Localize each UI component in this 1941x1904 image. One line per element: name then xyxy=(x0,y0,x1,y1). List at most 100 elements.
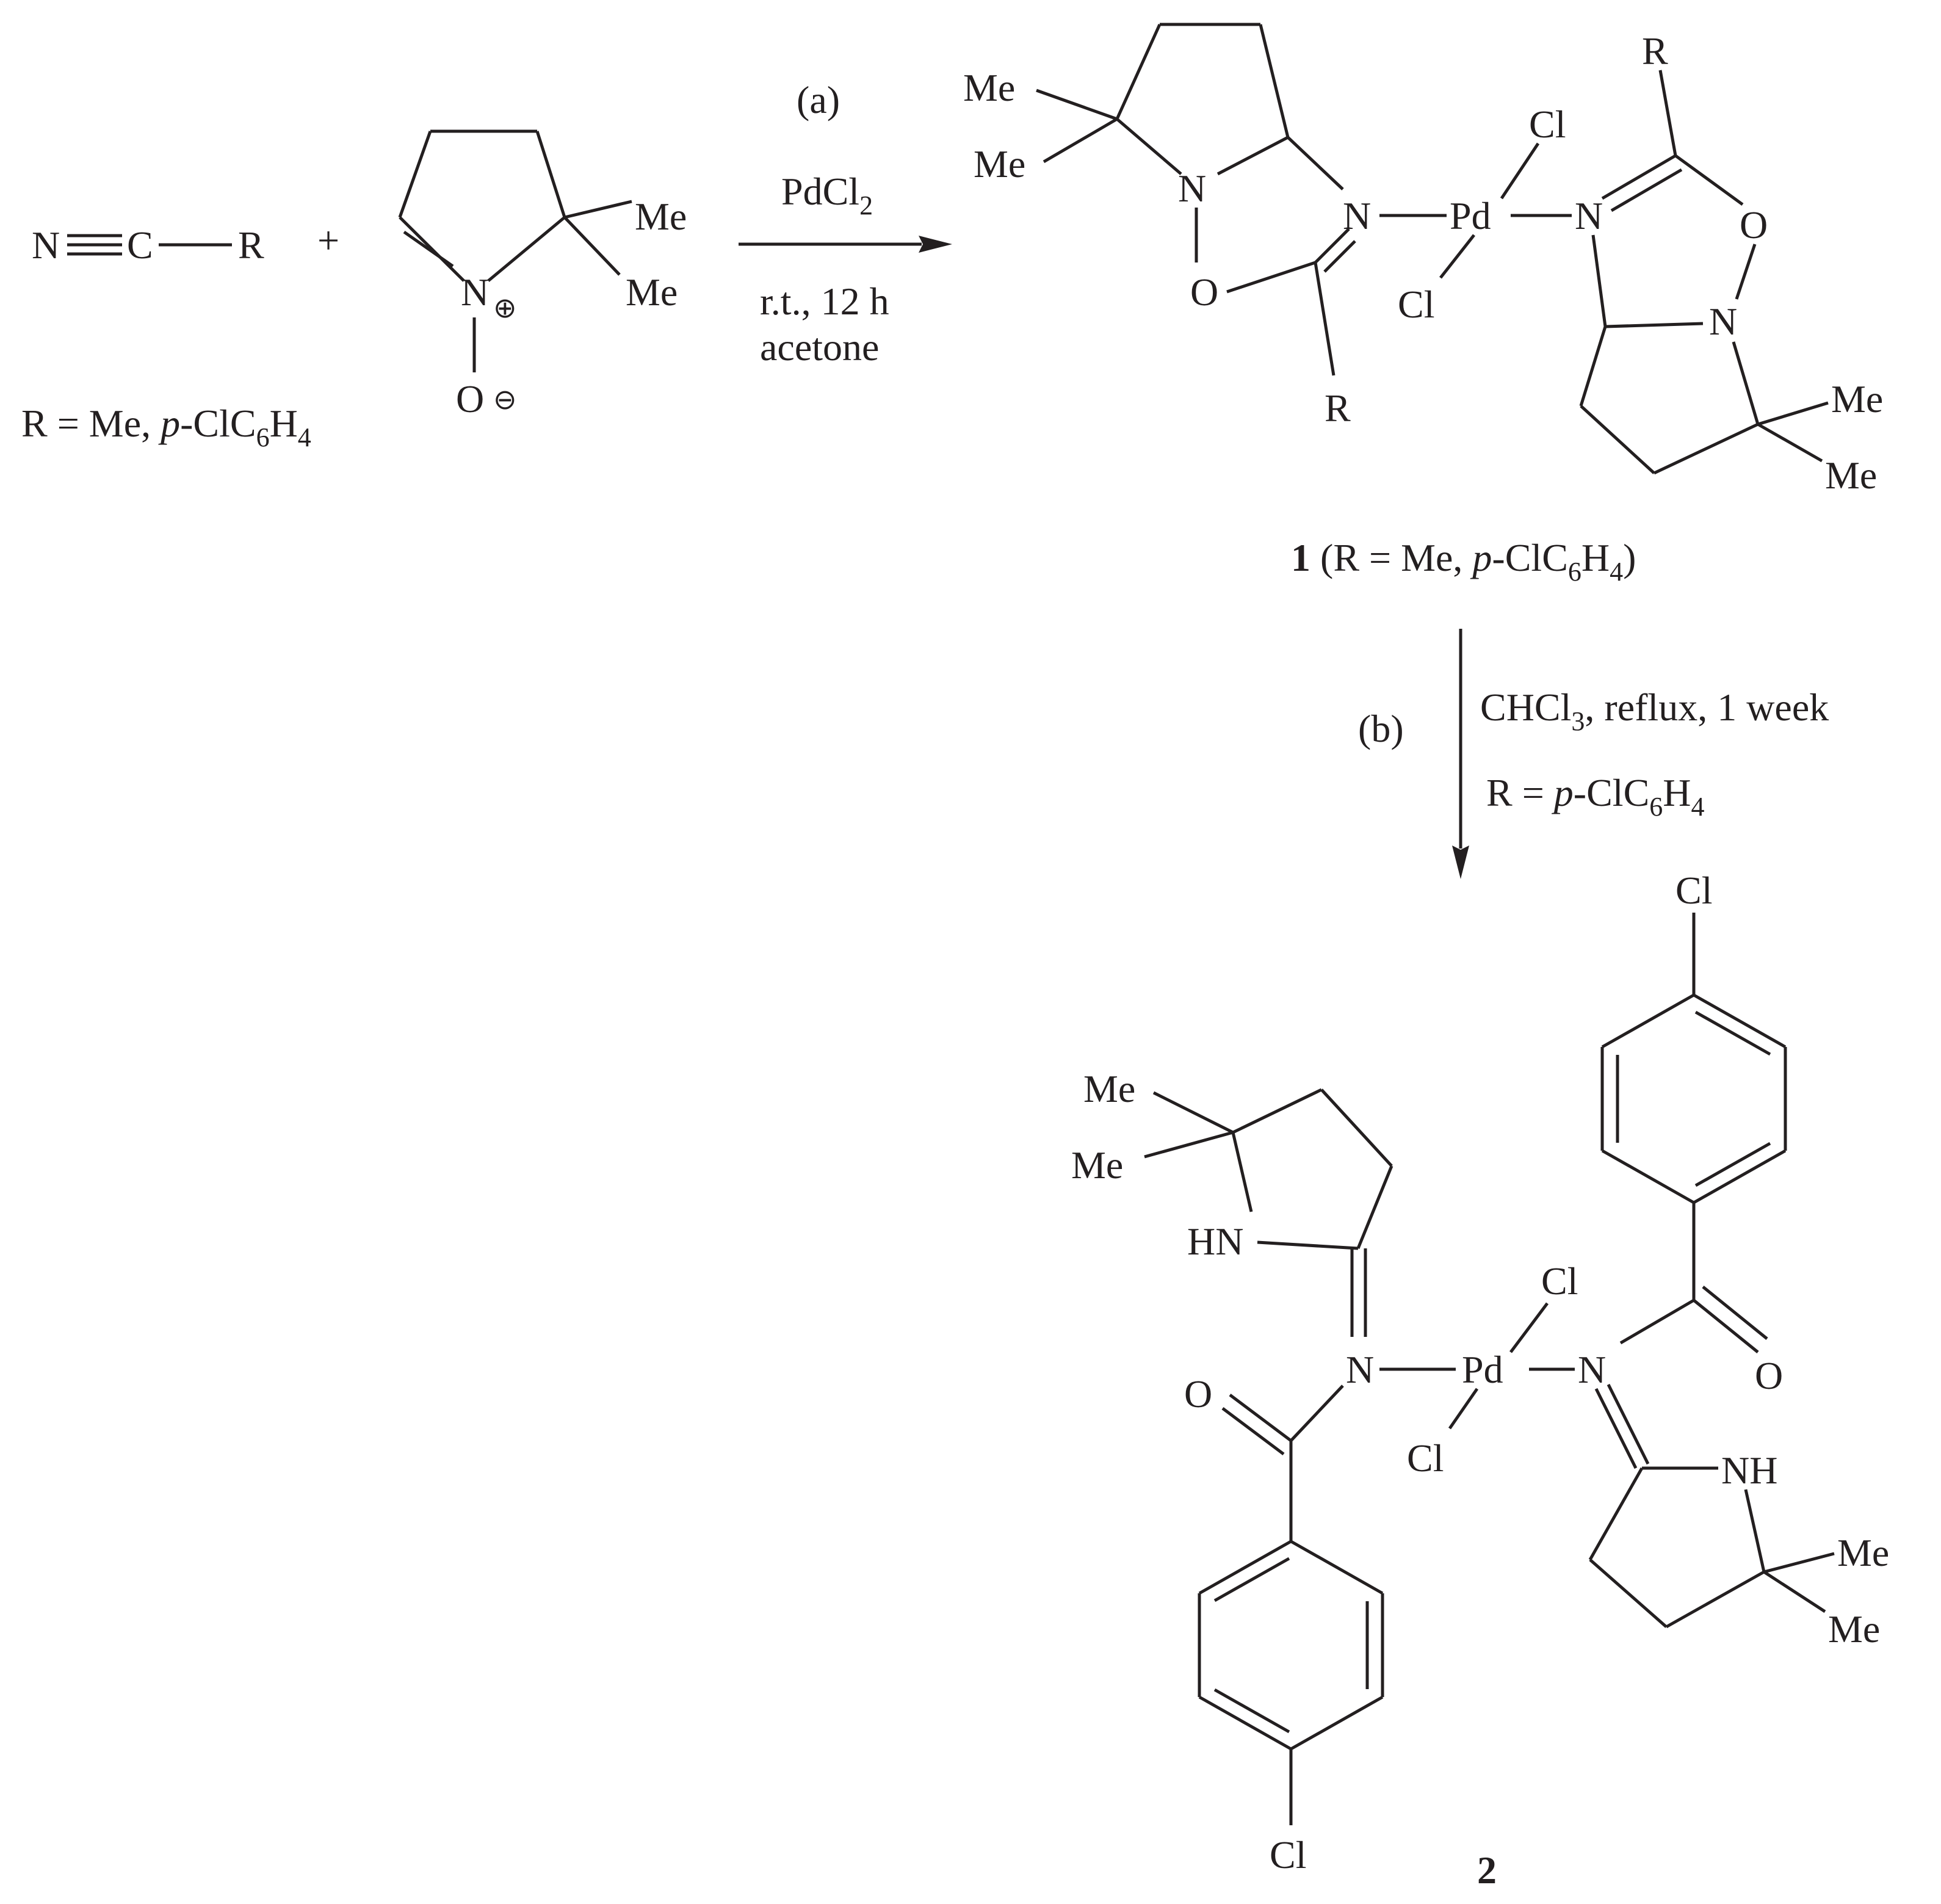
compound-2-label: 2 xyxy=(1477,1848,1497,1892)
negative-charge-icon: ⊖ xyxy=(493,383,517,416)
c1l-c-n-double-1 xyxy=(1314,228,1350,264)
c2-pd-cl-bond-bottom xyxy=(1448,1388,1479,1430)
step-b-label: (b) xyxy=(1358,707,1404,750)
c2-ring-bottom-1 xyxy=(1290,1540,1384,1595)
compound-1-label: 1 (R = Me, p-ClC6H4) xyxy=(1291,536,1636,587)
c1r-me-bond-2 xyxy=(1757,422,1823,463)
c1r-n-ring: N xyxy=(1709,300,1737,343)
nitrone-n-c1-bond xyxy=(399,216,465,282)
nitrone-ring-bond-1 xyxy=(398,131,432,218)
c2-me-bond-left-2 xyxy=(1144,1131,1234,1159)
c2-hn-left: HN xyxy=(1187,1220,1243,1263)
c1-pd-cl-bond-bottom xyxy=(1439,234,1475,279)
nitrone-double-bond xyxy=(403,230,454,268)
c2-ring-left-2 xyxy=(1320,1088,1393,1167)
r-definition: R = Me, p-ClC6H4 xyxy=(21,402,311,452)
nitrone-me-1: Me xyxy=(635,195,687,238)
c2-me-left-2: Me xyxy=(1071,1143,1123,1187)
c1l-ring-3 xyxy=(1259,24,1290,138)
c2-ring-left-3 xyxy=(1356,1165,1393,1249)
c2-me-bond-left-1 xyxy=(1152,1091,1234,1134)
complex-2: Cl O N Pd Cl Cl NH Me xyxy=(1071,869,1889,1877)
c2-ring-top-inner-1 xyxy=(1694,1010,1771,1056)
c1-pd-cl-bond-top xyxy=(1500,142,1540,200)
c1r-ring-1 xyxy=(1579,326,1607,407)
c2-n-right: N xyxy=(1578,1348,1606,1391)
c2-ring-right-2 xyxy=(1589,1558,1668,1628)
c2-carbonyl-double-top-2 xyxy=(1702,1286,1768,1340)
reaction-arrow-b: (b) CHCl3, reflux, 1 week R = p-ClC6H4 xyxy=(1358,629,1829,879)
c2-me-right-2: Me xyxy=(1828,1607,1880,1651)
c2-ring-top-6 xyxy=(1601,993,1695,1049)
c2-ring-bottom-4 xyxy=(1198,1695,1292,1751)
c1-me-top-1: Me xyxy=(963,66,1015,109)
c2-ring-top-inner-3 xyxy=(1694,1142,1771,1187)
c2-carbonyl-double-left-1 xyxy=(1229,1394,1292,1442)
c2-cl-para-top: Cl xyxy=(1675,869,1712,912)
nitrile-r-group: R xyxy=(238,223,264,267)
c1-pd-atom: Pd xyxy=(1450,194,1491,237)
c1l-ring-1 xyxy=(1115,23,1162,120)
c2-ring-right-3 xyxy=(1665,1570,1765,1629)
step-a-conditions-1: r.t., 12 h xyxy=(760,280,889,323)
nitrile-n-atom: N xyxy=(32,223,60,267)
plus-sign: + xyxy=(317,219,339,262)
nitrile-reactant: N C R xyxy=(32,223,264,267)
c1r-o-n-bond xyxy=(1735,244,1757,300)
c1r-c-o-bond xyxy=(1674,154,1744,206)
c2-nh-right: NH xyxy=(1721,1449,1777,1492)
nitrone-ring-bond-4 xyxy=(487,216,566,282)
c1-me-bond-1 xyxy=(1036,89,1118,121)
c1r-ring-4 xyxy=(1732,341,1760,425)
c1l-n-imine: N xyxy=(1343,194,1371,237)
c1r-n-ch-bond xyxy=(1591,234,1607,327)
nitrone-ring-bond-3 xyxy=(535,131,566,218)
c2-carbonyl-double-left-2 xyxy=(1221,1407,1285,1455)
c2-ring-bottom-6 xyxy=(1198,1540,1292,1595)
c2-ring-top-4 xyxy=(1601,1149,1695,1204)
c1l-r-group: R xyxy=(1325,386,1351,430)
c2-ring-top-3 xyxy=(1693,1149,1787,1204)
c1r-me-bond-1 xyxy=(1757,401,1829,426)
positive-charge-icon: ⊕ xyxy=(493,291,517,324)
c1l-ring-5 xyxy=(1116,118,1182,175)
c1r-c-r-bond xyxy=(1658,70,1677,156)
c1r-n-c-double-1 xyxy=(1601,154,1677,200)
c2-cl-bottom: Cl xyxy=(1407,1436,1444,1480)
c1l-ch-n-bond xyxy=(1287,136,1344,190)
step-a-conditions-2: acetone xyxy=(760,325,879,369)
c1r-me-1: Me xyxy=(1831,377,1883,421)
c1-cl-bottom: Cl xyxy=(1398,283,1434,326)
c2-ring-top-1 xyxy=(1693,993,1787,1049)
c2-n-c-double-right-1 xyxy=(1594,1388,1638,1469)
step-a-label: (a) xyxy=(797,78,840,121)
c1-me-top-2: Me xyxy=(974,142,1025,186)
arrow-a-head xyxy=(919,236,952,253)
c1r-n-imine: N xyxy=(1575,194,1603,237)
c1l-o-ring: O xyxy=(1190,270,1218,314)
nitrone-o-atom: O xyxy=(456,377,484,421)
c1l-n-ring: N xyxy=(1178,167,1206,210)
reaction-arrow-a: (a) PdCl2 r.t., 12 h acetone xyxy=(739,78,952,369)
nitrone-me-2: Me xyxy=(626,270,678,314)
c1-me-bond-2 xyxy=(1043,117,1118,164)
c2-ring-bottom-inner-1 xyxy=(1213,1557,1290,1602)
c1r-ring-2 xyxy=(1580,405,1655,474)
c2-me-bond-right-2 xyxy=(1763,1570,1826,1613)
c2-n-left: N xyxy=(1346,1348,1374,1391)
step-a-reagent: PdCl2 xyxy=(781,170,873,220)
c2-hn-c-bond-left xyxy=(1257,1240,1359,1250)
c2-carbonyl-double-top-1 xyxy=(1693,1299,1759,1353)
c1l-o-c-bond xyxy=(1226,261,1316,294)
c2-o-carbonyl-left: O xyxy=(1184,1372,1212,1416)
c2-ring-bottom-inner-3 xyxy=(1213,1688,1290,1734)
c1r-me-2: Me xyxy=(1825,454,1877,497)
complex-1: Me Me N O N R Pd Cl Cl N R O N xyxy=(963,23,1883,497)
c2-n-carbonyl-bond-left xyxy=(1290,1385,1344,1442)
arrow-b-head xyxy=(1452,845,1469,879)
nitrone-me-bond-2 xyxy=(563,216,621,276)
c1r-o-ring: O xyxy=(1740,203,1768,247)
c2-n-c-double-right-2 xyxy=(1607,1383,1650,1465)
c1l-ring-4 xyxy=(1216,136,1289,176)
